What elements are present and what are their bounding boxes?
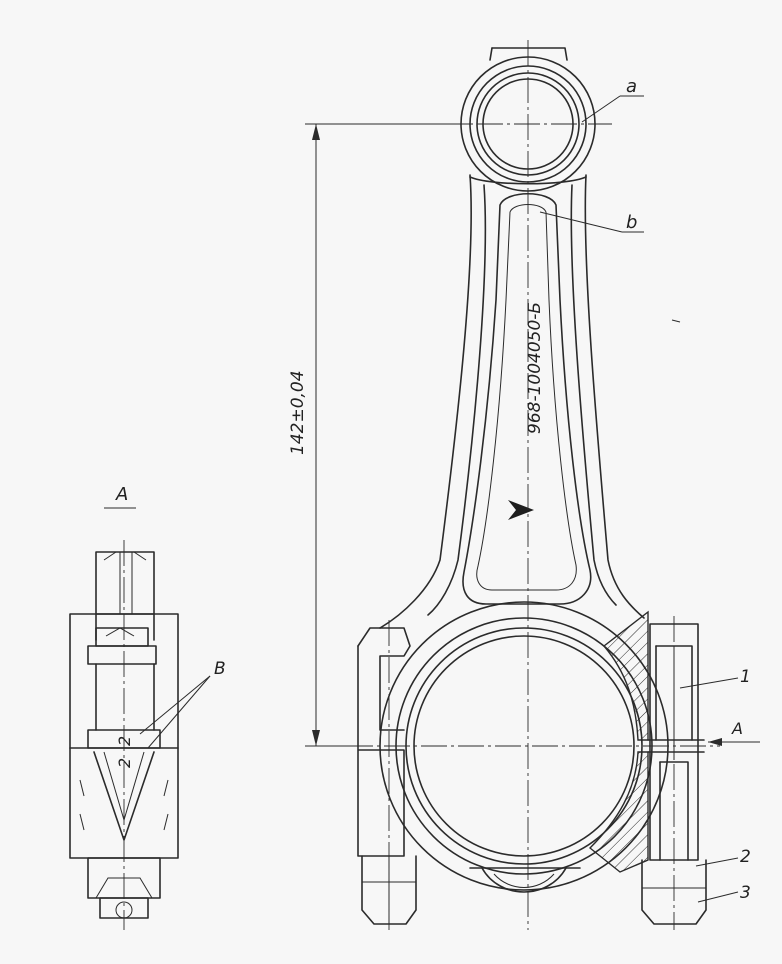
section-arrow-label: А [731, 719, 743, 738]
main-view: 142±0,04 968-1004050-Б a b А 1 [288, 40, 760, 930]
callout-1: 1 [679, 667, 751, 689]
callout-1-label: 1 [740, 667, 751, 687]
section-arrow-A: А [708, 719, 760, 746]
section-title-A: А [115, 484, 128, 505]
callout-2-label: 2 [740, 847, 751, 867]
callout-a: a [581, 76, 644, 123]
section-view-A: А 2 2 [69, 484, 226, 930]
dimension-142: 142±0,04 [288, 123, 470, 747]
callout-B-label: В [214, 659, 226, 679]
callout-3-label: 3 [740, 883, 751, 903]
marking-bottom: 2 [115, 758, 134, 768]
section-hatch-top [602, 610, 649, 741]
center-lines [310, 40, 720, 930]
rod-shank [379, 174, 645, 629]
direction-arrow-mark [508, 500, 534, 520]
marking-top: 2 [115, 736, 134, 746]
section-hatch-bottom [588, 751, 649, 873]
callout-b-label: b [626, 212, 637, 233]
callout-b: b [539, 211, 644, 233]
callout-3: 3 [697, 883, 751, 903]
dimension-label: 142±0,04 [288, 370, 308, 455]
callout-2: 2 [695, 847, 751, 867]
part-number: 968-1004050-Б [525, 302, 545, 434]
big-end [357, 601, 707, 925]
callout-B: В [139, 659, 226, 749]
callout-a-label: a [626, 76, 637, 97]
